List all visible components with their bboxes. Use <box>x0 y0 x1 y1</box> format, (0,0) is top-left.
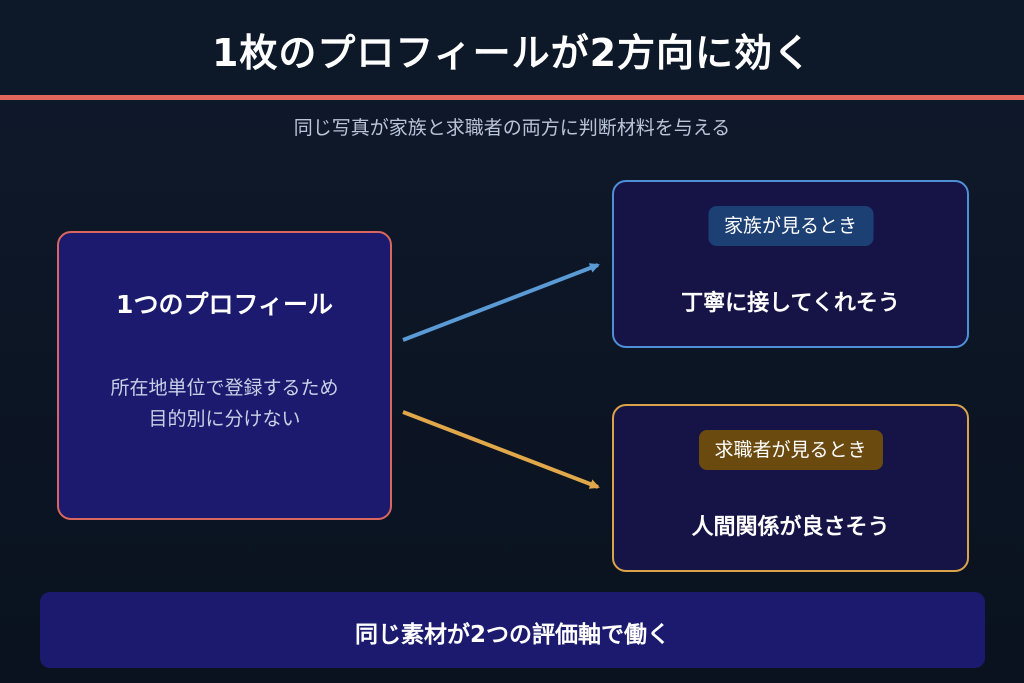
profile-title: 1つのプロフィール <box>116 290 333 319</box>
family-view-impression: 丁寧に接してくれそう <box>681 291 900 316</box>
summary-banner: 同じ素材が2つの評価軸で働く <box>40 592 985 668</box>
profile-description-line-1: 所在地単位で登録するため <box>110 377 339 399</box>
arrow-to-job-seeker <box>402 410 600 489</box>
family-view-label: 家族が見るとき <box>707 206 874 246</box>
job-seeker-view-box: 求職者が見るとき 人間関係が良さそう <box>612 404 969 572</box>
summary-text: 同じ素材が2つの評価軸で働く <box>354 622 670 648</box>
title-divider <box>0 95 1024 100</box>
profile-box: 1つのプロフィール 所在地単位で登録するため 目的別に分けない <box>57 231 392 520</box>
job-seeker-view-label: 求職者が見るとき <box>698 430 883 470</box>
header-bar <box>0 0 1024 95</box>
job-seeker-view-impression: 人間関係が良さそう <box>691 515 890 540</box>
profile-description-line-2: 目的別に分けない <box>148 408 301 430</box>
page-title: 1枚のプロフィールが2方向に効く <box>211 31 813 75</box>
profile-description: 所在地単位で登録するため 目的別に分けない <box>59 373 390 435</box>
arrow-to-family <box>402 263 600 342</box>
family-view-box: 家族が見るとき 丁寧に接してくれそう <box>612 180 969 348</box>
page-subtitle: 同じ写真が家族と求職者の両方に判断材料を与える <box>293 117 731 139</box>
